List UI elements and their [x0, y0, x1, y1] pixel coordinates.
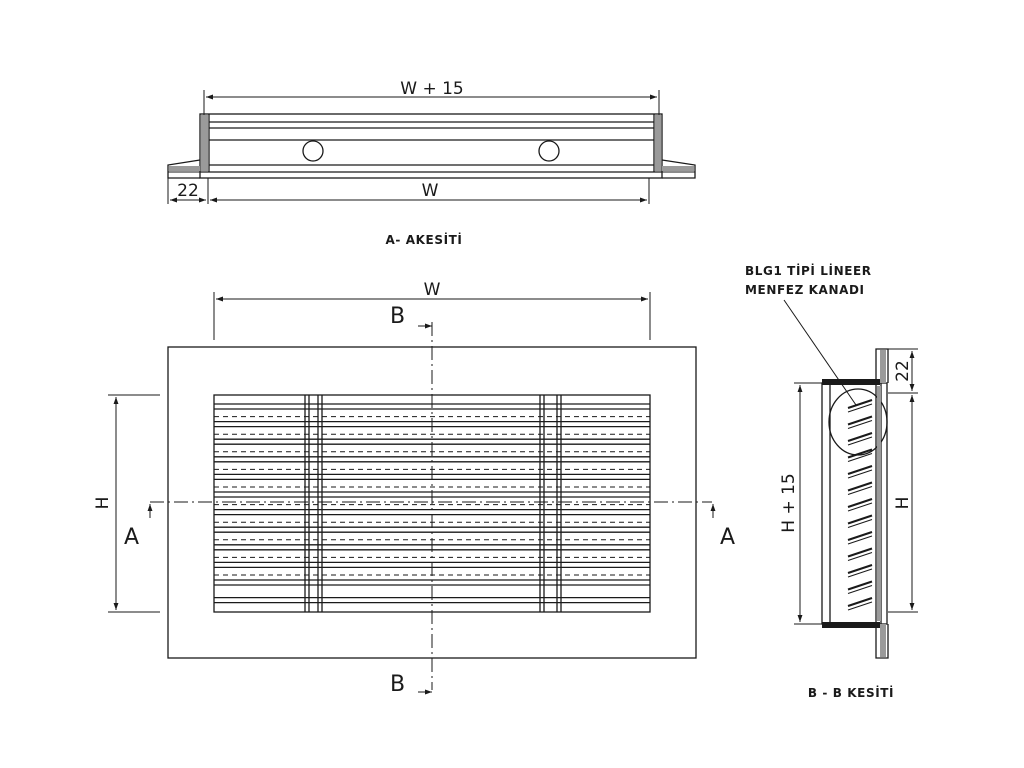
dim-label-w-plus-15: W + 15	[400, 79, 464, 99]
cut-label-a-left: A	[124, 525, 139, 550]
side-blade	[847, 547, 873, 558]
side-blade	[847, 432, 873, 442]
dim-label-side-h: H	[893, 497, 913, 510]
flange-hatch	[662, 166, 694, 171]
section-a-view: W + 15 22 W A- AKESİTİ	[167, 79, 696, 247]
cut-label-b-top: B	[390, 304, 405, 329]
front-view: W B B A A H	[93, 280, 735, 697]
dim-label-side-flange-22: 22	[893, 360, 913, 382]
side-blade-edge	[847, 552, 873, 561]
side-blade-group	[847, 399, 873, 611]
side-blade-edge	[847, 436, 873, 446]
callout-leader-line	[783, 299, 857, 406]
support-rod-circle	[302, 140, 324, 162]
side-blade-edge	[847, 519, 873, 528]
top-frame-lip	[822, 379, 880, 385]
side-blade	[847, 597, 873, 607]
dim-label-front-h: H	[93, 497, 113, 510]
section-a-frame	[199, 113, 663, 179]
section-b-caption: B - B KESİTİ	[808, 685, 894, 700]
side-blade-edge	[847, 403, 873, 413]
side-blade-edge	[847, 469, 873, 479]
frame-hatch	[201, 115, 208, 171]
side-blade-edge	[847, 420, 873, 429]
side-blade	[847, 531, 873, 541]
support-bars	[304, 395, 562, 612]
side-blade-edge	[847, 535, 873, 545]
bottom-frame-lip	[822, 622, 880, 628]
side-blade	[847, 465, 873, 475]
flange-hatch	[880, 624, 886, 657]
blade-group	[214, 403, 650, 604]
cut-label-b-bottom: B	[390, 672, 405, 697]
side-blade	[847, 481, 873, 492]
dim-label-flange-22: 22	[177, 181, 199, 201]
side-blade-edge	[847, 601, 873, 611]
section-a-caption: A- AKESİTİ	[386, 232, 463, 247]
bottom-flange	[875, 624, 889, 659]
callout-text-line2: MENFEZ KANADI	[745, 283, 865, 297]
flange-hatch	[169, 166, 200, 171]
dim-label-front-w: W	[424, 280, 441, 300]
side-blade-edge	[847, 486, 873, 495]
side-blade	[847, 580, 873, 591]
frame-hatch	[655, 115, 661, 171]
top-flange	[875, 348, 889, 383]
section-b-view: BLG1 TİPİ LİNEER MENFEZ KANADI 22 H H	[745, 263, 918, 700]
side-blade	[847, 498, 873, 508]
support-rod-circle	[538, 140, 560, 162]
side-blade	[847, 399, 873, 409]
cut-label-a-right: A	[720, 525, 735, 550]
flange-hatch	[880, 350, 886, 383]
side-blade	[847, 564, 873, 574]
side-blade	[847, 448, 873, 459]
side-blade-edge	[847, 568, 873, 578]
callout-text-line1: BLG1 TİPİ LİNEER	[745, 263, 872, 278]
dim-label-w: W	[422, 181, 439, 201]
side-blade-edge	[847, 453, 873, 462]
dim-label-side-h-plus-15: H + 15	[779, 473, 799, 532]
body-hatch	[877, 386, 881, 621]
side-blade	[847, 514, 873, 525]
side-blade-edge	[847, 585, 873, 594]
side-blade-edge	[847, 502, 873, 512]
side-blade	[847, 415, 873, 426]
